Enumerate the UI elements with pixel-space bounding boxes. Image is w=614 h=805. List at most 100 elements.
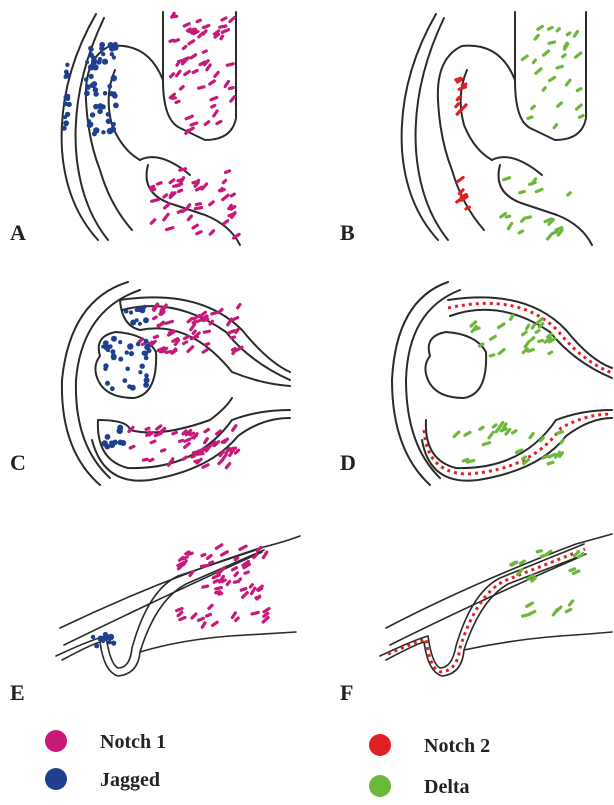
panel-a-jagged-mark xyxy=(93,87,99,93)
panel-c-jagged-lens-mark xyxy=(130,385,136,391)
panel-c-jagged-lens-mark xyxy=(111,336,117,342)
panel-b-delta-upper-mark xyxy=(557,29,559,31)
panel-b-delta-lower-mark xyxy=(548,235,551,239)
panel-b: B xyxy=(340,12,592,245)
panel-d-delta-lower-mark xyxy=(480,427,483,429)
panel-a-notch1-upper-mark xyxy=(172,98,175,99)
panel-e-notch1-mark xyxy=(202,555,205,556)
panel-a-notch1-lower-mark xyxy=(221,190,224,191)
panel-e-notch1-mark xyxy=(245,572,248,573)
panel-e-notch1-mark xyxy=(257,596,260,599)
panel-f-delta-mark xyxy=(573,571,579,573)
panel-d: D xyxy=(340,282,612,485)
panel-b-delta-lower-mark xyxy=(536,189,542,191)
panel-d-notch2-lower-band xyxy=(424,414,612,474)
panel-c-jagged-lens-mark xyxy=(125,367,130,372)
legend-label-jagged: Jagged xyxy=(100,769,160,791)
panel-c-jagged-lower-mark xyxy=(118,440,124,446)
panel-c-notch1-upper-mark xyxy=(166,321,173,323)
panel-e-notch1-mark xyxy=(264,552,267,557)
panel-e-notch1-mark xyxy=(240,546,246,549)
panel-f: F xyxy=(340,534,612,705)
panel-c-notch1-lower-mark xyxy=(185,444,190,448)
panel-a-notch1-upper-mark xyxy=(189,29,194,31)
panel-e-jagged-mark xyxy=(94,643,99,648)
panel-c-jagged-lens-mark xyxy=(103,340,109,346)
panel-c-notch1-upper-mark xyxy=(194,316,199,319)
legend-item-notch1: Notch 1 xyxy=(45,730,166,753)
panel-d-delta-upper-mark xyxy=(511,315,513,319)
panel-c-jagged-lower-mark xyxy=(109,442,115,448)
panel-a-notch1-lower-mark xyxy=(179,190,182,191)
panel-c-jagged-upper-mark xyxy=(135,318,139,322)
panel-c-notch1-upper-mark xyxy=(184,342,187,344)
panel-c-notch1-upper-mark xyxy=(160,351,164,352)
panel-f-delta-mark xyxy=(537,551,541,552)
legend-swatch-notch2 xyxy=(369,734,391,756)
panel-a-notch1-lower-mark xyxy=(180,169,186,170)
panel-a-notch1-upper-mark xyxy=(220,26,226,27)
panel-d-delta-lower-mark xyxy=(530,434,533,438)
panel-c-notch1-upper-mark xyxy=(193,321,199,323)
panel-a-notch1-lower-mark xyxy=(152,200,159,202)
panel-e-notch1-mark xyxy=(232,613,235,618)
panel-a-notch1-upper-marks xyxy=(170,13,234,133)
panel-a-jagged-mark xyxy=(111,122,116,127)
panel-f-delta-mark xyxy=(570,601,573,605)
panel-f-delta-mark xyxy=(553,610,557,615)
panel-a-notch1-upper-mark xyxy=(215,72,218,76)
panel-c-notch1-lower-mark xyxy=(197,453,203,454)
legend-swatch-jagged xyxy=(45,768,67,790)
panel-c-notch1-lower-mark xyxy=(222,440,225,442)
panel-c-notch1-upper-mark xyxy=(173,349,176,352)
panel-b-delta-upper-mark xyxy=(550,77,555,80)
panel-c-notch1-upper-mark xyxy=(231,337,234,338)
panel-c-notch1-upper-mark xyxy=(228,319,232,325)
panel-a-notch1-lower-mark xyxy=(231,207,235,210)
panel-d-delta-lower-mark xyxy=(541,438,544,441)
panel-c-jagged-upper-mark xyxy=(137,307,143,313)
panel-a-jagged-mark xyxy=(113,42,118,47)
panel-e-notch1-mark xyxy=(207,614,211,616)
panel-a-notch1-upper-mark xyxy=(188,128,193,131)
panel-c-jagged-upper-mark xyxy=(129,310,133,314)
panel-d-delta-lower-mark xyxy=(516,450,521,453)
panel-c-jagged-lens-mark xyxy=(106,348,110,352)
panel-b-delta-upper-mark xyxy=(536,69,541,74)
legend-label-delta: Delta xyxy=(424,776,470,798)
panel-c-outline xyxy=(62,282,290,485)
panel-c-jagged-lens-mark xyxy=(122,378,127,383)
panel-a-jagged-mark xyxy=(92,131,97,136)
panel-a-outline xyxy=(62,12,240,245)
panel-a-notch1-upper-mark xyxy=(203,51,206,52)
panel-c-notch1-lower-mark xyxy=(146,428,149,429)
panel-c-notch1-lower-mark xyxy=(205,429,209,431)
panel-a-notch1-upper-mark xyxy=(215,34,219,37)
panel-a-jagged-mark xyxy=(113,103,119,109)
panel-a-notch1-upper-mark xyxy=(170,40,174,41)
panel-c-notch1-lower-mark xyxy=(173,432,177,433)
panel-d-delta-lower-mark xyxy=(523,457,526,459)
panel-d-delta-upper-mark xyxy=(491,336,496,339)
panel-a-notch1-upper-mark xyxy=(231,97,235,101)
panel-d-delta-upper-mark xyxy=(523,349,527,353)
panel-e-notch1-mark xyxy=(241,589,246,591)
panel-e-notch1-mark xyxy=(210,562,213,563)
panel-e-notch1-mark xyxy=(252,588,255,594)
panel-a-jagged-mark xyxy=(87,123,92,128)
panel-c-jagged-lens-mark xyxy=(118,340,122,344)
panel-e-notch1-mark xyxy=(216,588,222,589)
panel-e-notch1-mark xyxy=(236,618,239,621)
panel-e-notch1-mark xyxy=(227,582,229,585)
legend-swatch-notch1 xyxy=(45,730,67,752)
panel-e-notch1-mark xyxy=(180,618,185,620)
panel-a-jagged-mark xyxy=(99,46,104,51)
panel-a-notch1-lower-mark xyxy=(223,181,225,183)
panel-e-notch1-mark xyxy=(201,565,207,566)
panel-b-delta-upper-mark xyxy=(554,125,556,128)
panel-c-notch1-upper-mark xyxy=(203,316,207,318)
panel-c-jagged-lens-mark xyxy=(103,367,107,371)
panel-e-jagged-mark xyxy=(111,641,116,646)
panel-e-notch1-mark xyxy=(222,580,225,582)
panel-a-notch1-lower-mark xyxy=(223,195,228,199)
